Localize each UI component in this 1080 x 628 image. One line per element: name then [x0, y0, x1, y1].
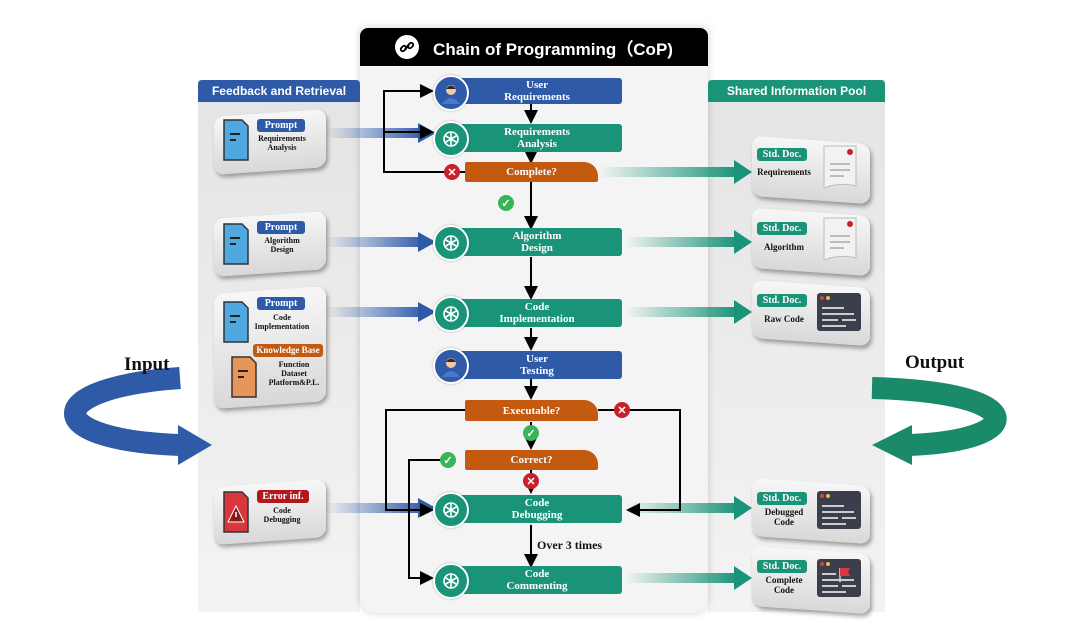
doc-line: Complete: [765, 575, 803, 585]
user-requirements-box: User Requirements: [452, 78, 622, 104]
card-line: Design: [270, 245, 294, 254]
step-label: Debugging: [511, 509, 563, 521]
output-curve-arrow: [871, 377, 1007, 465]
complete-decision: Complete?: [465, 162, 598, 182]
step-label: Commenting: [506, 580, 568, 592]
step-label: Implementation: [499, 313, 575, 325]
feedback-retrieval-header: Feedback and Retrieval: [198, 80, 360, 102]
doc-line: Raw Code: [764, 314, 804, 324]
card-line: Analysis: [267, 143, 297, 152]
shared-info-header: Shared Information Pool: [708, 80, 885, 102]
document-icon: [222, 118, 250, 167]
knowledge-base-tag: Knowledge Base: [253, 344, 323, 357]
card-line: Algorithm: [264, 236, 300, 245]
user-icon: [433, 348, 469, 384]
cop-title-bar: Chain of Programming（CoP): [360, 28, 708, 66]
card-line: Code: [273, 506, 291, 515]
output-arrows: [598, 160, 752, 590]
card-line: Debugging: [263, 515, 301, 524]
input-arrows: [325, 123, 436, 518]
check-icon: ✓: [440, 452, 456, 468]
card-line: Code: [273, 313, 291, 322]
doc-line: Algorithm: [764, 242, 804, 252]
gpt-icon: [433, 563, 469, 599]
gpt-icon: [433, 492, 469, 528]
cross-icon: ✕: [523, 473, 539, 489]
input-label: Input: [124, 354, 170, 375]
doc-label: Raw Code: [756, 314, 812, 324]
doc-line: Code: [774, 585, 794, 595]
doc-line: Code: [774, 517, 794, 527]
input-curve-arrow: [64, 367, 212, 465]
doc-label: Algorithm: [756, 242, 812, 252]
code-commenting-box: Code Commenting: [452, 566, 622, 594]
knowledge-doc-icon: [230, 355, 258, 404]
step-label: Algorithm: [512, 230, 562, 242]
gpt-icon: [433, 296, 469, 332]
code-window-icon: [816, 490, 862, 535]
gpt-icon: [433, 121, 469, 157]
executable-decision: Executable?: [465, 400, 598, 421]
doc-line: Debugged: [764, 507, 804, 517]
step-label: Code: [524, 301, 550, 313]
user-testing-box: User Testing: [452, 351, 622, 379]
cop-title: Chain of Programming（CoP): [433, 39, 673, 59]
card-line: Dataset: [281, 369, 307, 378]
prompt-tag: Prompt: [257, 119, 305, 132]
step-label: Testing: [520, 365, 554, 377]
card-line: Function: [278, 360, 310, 369]
gpt-icon: [433, 225, 469, 261]
card-line: Platform&P.L.: [268, 378, 320, 387]
step-label: User: [526, 79, 548, 91]
chain-link-icon: [395, 35, 420, 59]
cross-icon: ✕: [444, 164, 460, 180]
doc-line: Requirements: [757, 167, 811, 177]
error-document-icon: [222, 490, 250, 539]
check-icon: ✓: [498, 195, 514, 211]
step-label: User: [526, 353, 548, 365]
step-label: Code: [524, 497, 550, 509]
std-doc-tag: Std. Doc.: [757, 560, 807, 573]
step-label: Design: [521, 242, 553, 254]
step-label: Requirements: [504, 91, 570, 103]
user-icon: [433, 75, 469, 111]
code-implementation-box: Code Implementation: [452, 299, 622, 327]
requirements-analysis-box: Requirements Analysis: [452, 124, 622, 152]
check-icon: ✓: [523, 425, 539, 441]
step-label: Requirements: [504, 126, 570, 138]
doc-label: Requirements: [756, 167, 812, 177]
document-icon: [222, 222, 250, 271]
code-debugging-box: Code Debugging: [452, 495, 622, 523]
error-info-tag: Error inf.: [257, 490, 309, 503]
std-doc-tag: Std. Doc.: [757, 148, 807, 161]
step-label: Code: [524, 568, 550, 580]
card-line: Implementation: [254, 322, 310, 331]
std-doc-tag: Std. Doc.: [757, 492, 807, 505]
algorithm-design-box: Algorithm Design: [452, 228, 622, 256]
std-doc-tag: Std. Doc.: [757, 294, 807, 307]
output-label: Output: [905, 352, 965, 373]
paper-document-icon: [820, 142, 862, 197]
document-icon: [222, 300, 250, 349]
over-times-label: Over 3 times: [537, 538, 603, 552]
prompt-tag: Prompt: [257, 221, 305, 234]
code-window-icon: [816, 292, 862, 337]
step-label: Analysis: [517, 138, 557, 150]
card-line: Requirements: [258, 134, 306, 143]
prompt-tag: Prompt: [257, 297, 305, 310]
std-doc-tag: Std. Doc.: [757, 222, 807, 235]
paper-document-icon: [820, 214, 862, 269]
cross-icon: ✕: [614, 402, 630, 418]
correct-decision: Correct?: [465, 450, 598, 470]
code-window-flag-icon: [816, 558, 862, 603]
